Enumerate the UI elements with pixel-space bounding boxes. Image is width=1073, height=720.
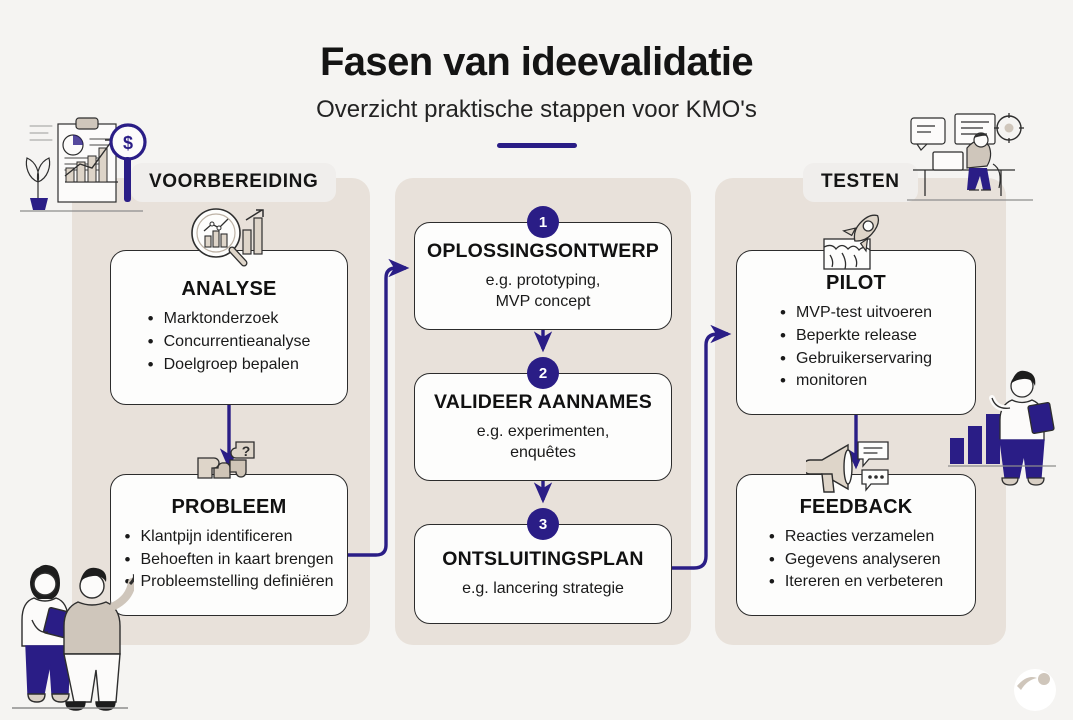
clipboard-analytics-illustration: $ (18, 112, 153, 222)
list-item: Itereren en verbeteren (769, 570, 943, 594)
list-item: Beperkte release (780, 324, 932, 348)
card-analyse-list: Marktonderzoek Concurrentieanalyse Doelg… (148, 307, 311, 377)
card-valideer-aannames[interactable]: VALIDEER AANNAMES e.g. experimenten,enqu… (414, 373, 672, 481)
card-feedback[interactable]: FEEDBACK Reacties verzamelen Gegevens an… (736, 474, 976, 616)
phase-label-testen: TESTEN (803, 163, 918, 202)
card-ontsluitingsplan[interactable]: ONTSLUITINGSPLAN e.g. lancering strategi… (414, 524, 672, 624)
puzzle-question-icon: ? (192, 440, 268, 505)
list-item: Behoeften in kaart brengen (124, 548, 333, 572)
two-people-presenting-illustration (4, 548, 136, 720)
rocket-launch-icon (812, 213, 898, 278)
list-item: Gebruikerservaring (780, 347, 932, 371)
card-ontsluitingsplan-title: ONTSLUITINGSPLAN (442, 548, 644, 571)
card-analyse-title: ANALYSE (181, 278, 277, 301)
card-oplossingsontwerp[interactable]: OPLOSSINGSONTWERP e.g. prototyping,MVP c… (414, 222, 672, 330)
svg-text:$: $ (123, 133, 133, 153)
card-pilot-title: PILOT (826, 272, 886, 295)
list-item: Marktonderzoek (148, 307, 311, 331)
card-valideer-aannames-title: VALIDEER AANNAMES (434, 390, 652, 413)
list-item-continuation: monitoren (780, 369, 932, 393)
list-item: Concurrentieanalyse (148, 330, 311, 354)
step-badge-3: 3 (527, 508, 559, 540)
card-pilot[interactable]: PILOT MVP-test uitvoeren Beperkte releas… (736, 250, 976, 415)
list-item: Probleemstelling definiëren (124, 570, 333, 594)
card-feedback-list: Reacties verzamelen Gegevens analyseren … (769, 525, 943, 594)
card-valideer-aannames-subtitle: e.g. experimenten,enquêtes (476, 422, 610, 461)
card-oplossingsontwerp-title: OPLOSSINGSONTWERP (426, 239, 659, 262)
page-subtitle: Overzicht praktische stappen voor KMO's (316, 96, 757, 123)
woman-with-chart-illustration (948, 360, 1058, 495)
card-analyse[interactable]: ANALYSE Marktonderzoek Concurrentieanaly… (110, 250, 348, 405)
step-badge-1: 1 (527, 206, 559, 238)
person-at-desk-illustration (905, 108, 1035, 213)
card-oplossingsontwerp-subtitle: e.g. prototyping,MVP concept (485, 271, 601, 310)
title-underline-rule (497, 143, 577, 148)
list-item: Klantpijn identificeren (124, 525, 333, 549)
card-feedback-title: FEEDBACK (799, 495, 913, 518)
svg-text:?: ? (242, 443, 251, 459)
magnifier-chart-icon (186, 206, 272, 273)
phase-label-voorbereiding: VOORBEREIDING (131, 163, 337, 202)
megaphone-chat-icon (802, 440, 894, 503)
list-item: Gegevens analyseren (769, 548, 943, 572)
list-item: Doelgroep bepalen (148, 353, 311, 377)
list-item: Reacties verzamelen (769, 525, 943, 549)
card-ontsluitingsplan-subtitle: e.g. lancering strategie (462, 580, 624, 598)
card-probleem-title: PROBLEEM (171, 495, 287, 518)
card-pilot-list: MVP-test uitvoeren Beperkte release Gebr… (780, 301, 932, 393)
step-badge-2: 2 (527, 357, 559, 389)
card-probleem-list: Klantpijn identificeren Behoeften in kaa… (124, 525, 333, 594)
brand-logo (1013, 668, 1057, 717)
list-item: MVP-test uitvoeren (780, 301, 932, 325)
card-probleem[interactable]: PROBLEEM Klantpijn identificeren Behoeft… (110, 474, 348, 616)
page-title: Fasen van ideevalidatie (319, 40, 754, 84)
